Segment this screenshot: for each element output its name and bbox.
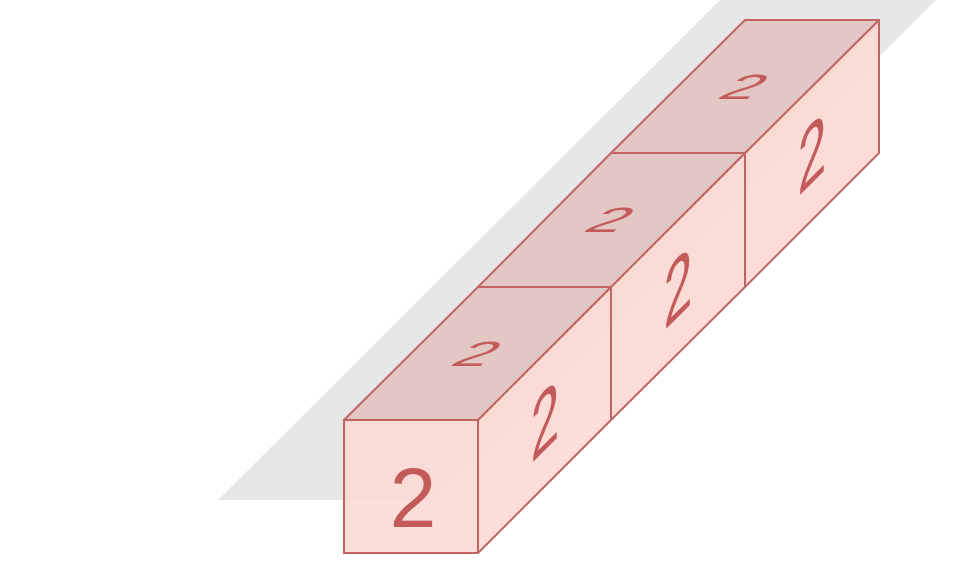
cube-1-front-face <box>343 419 479 554</box>
cube-1-front-label: 2 <box>390 451 437 545</box>
